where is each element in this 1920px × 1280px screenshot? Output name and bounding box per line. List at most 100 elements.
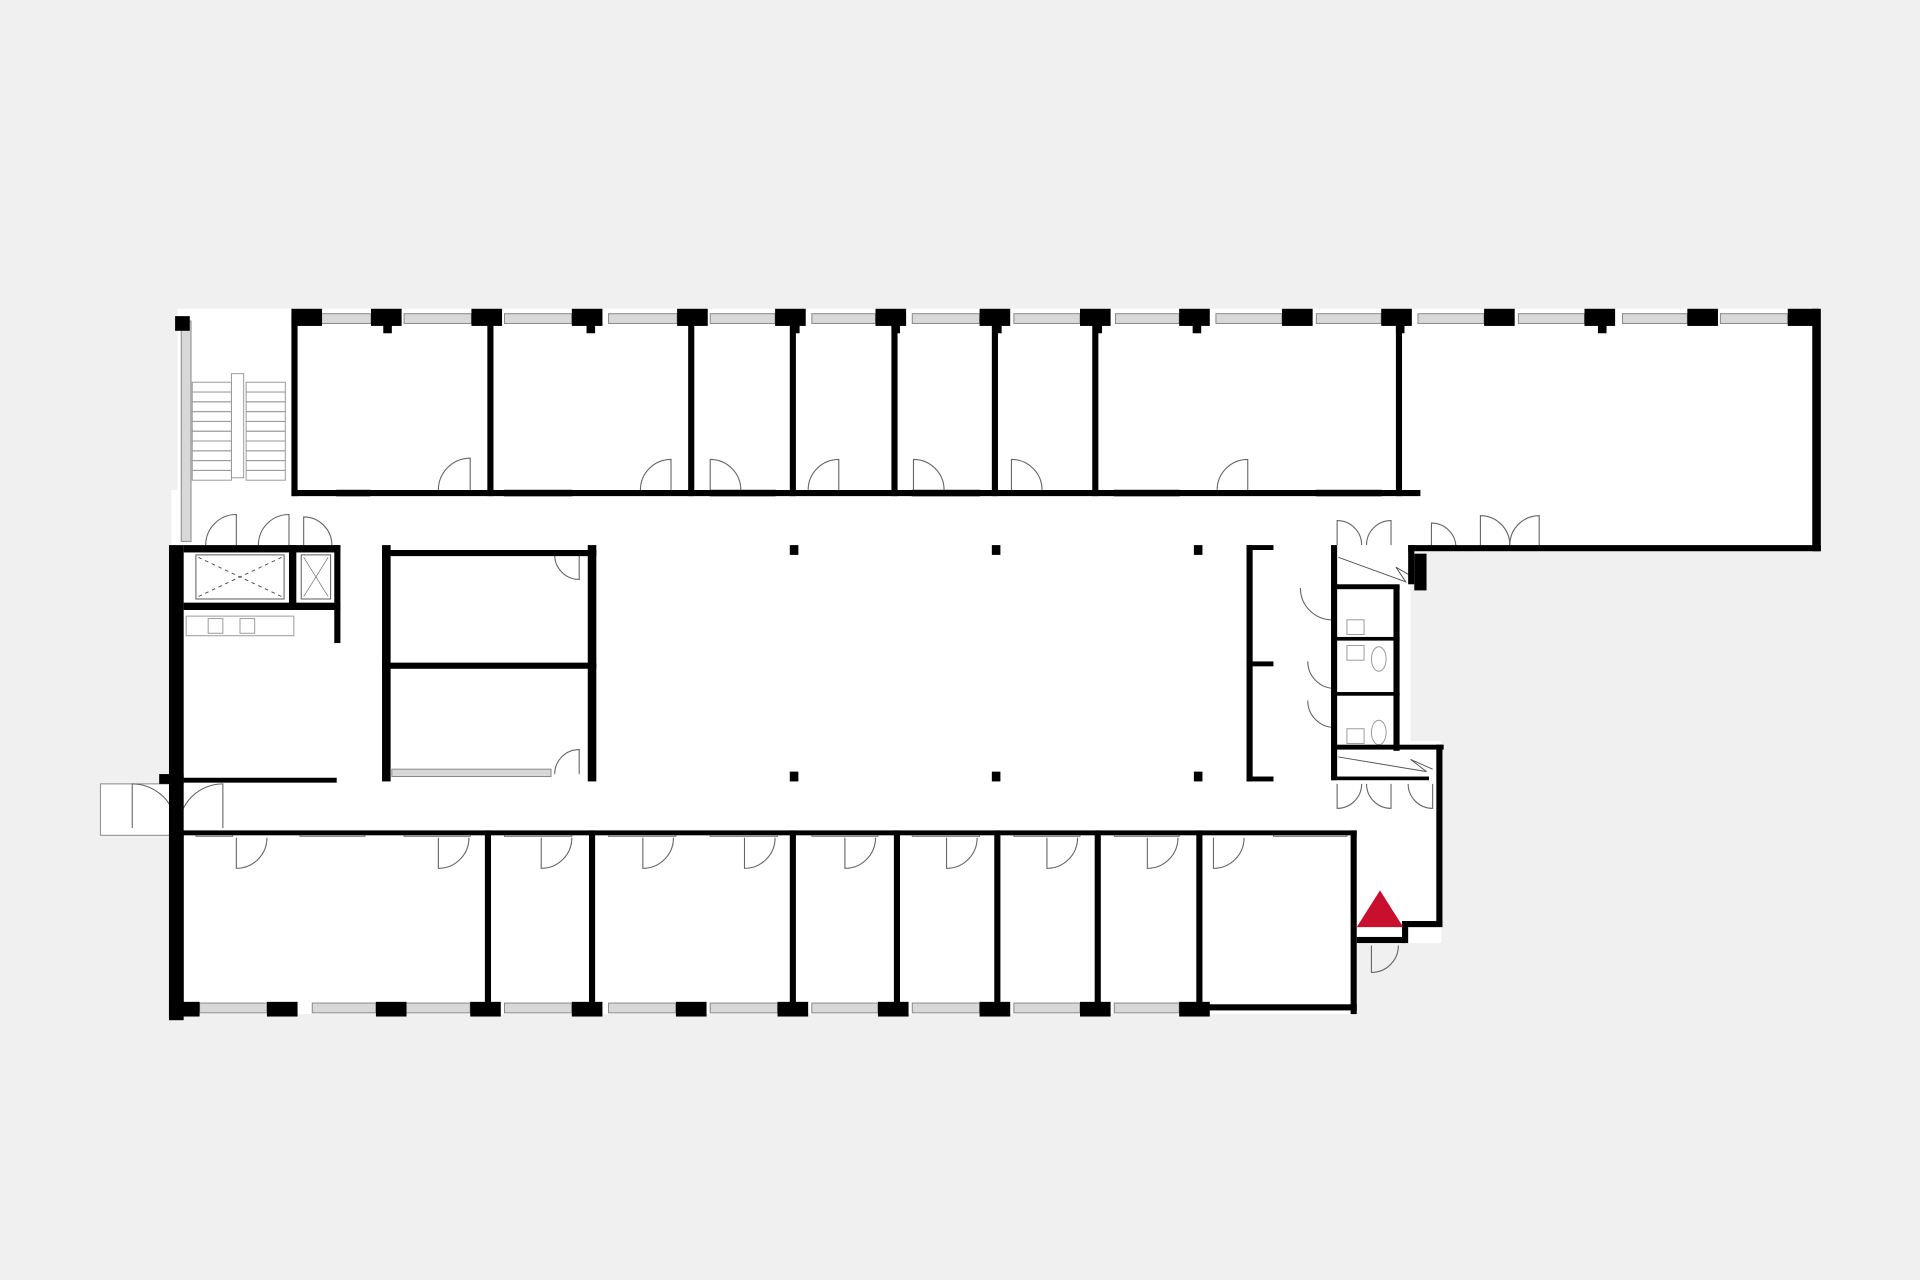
elevator-shaft [195, 554, 285, 600]
wall [1179, 1001, 1210, 1017]
wall [1331, 744, 1444, 750]
door-swing [709, 458, 742, 491]
wall [588, 830, 596, 1015]
door-swing [540, 837, 573, 869]
door-swing [1336, 520, 1363, 546]
wall [1282, 308, 1313, 326]
wall [1408, 545, 1821, 552]
wall [979, 1001, 1011, 1017]
wall [168, 830, 1357, 836]
door-swing [1146, 837, 1179, 869]
door-swing [205, 513, 237, 546]
window [911, 313, 981, 324]
lift-shaft [300, 554, 332, 600]
wall [375, 1001, 407, 1017]
wall [1393, 585, 1400, 751]
wall [893, 830, 900, 1015]
window [1621, 313, 1688, 324]
wash-basin [1346, 728, 1365, 744]
door-swing [235, 837, 268, 869]
stair-flight-symbol [1338, 556, 1411, 583]
wall [1331, 636, 1400, 641]
structural-column [991, 771, 1001, 782]
lift-cross [303, 557, 329, 597]
wall [1246, 545, 1274, 550]
column-stub [1192, 323, 1202, 334]
window [811, 313, 877, 324]
structural-column [1193, 545, 1203, 555]
window [709, 1002, 779, 1014]
column-stub [791, 323, 800, 334]
door-swing [257, 513, 290, 546]
window [1013, 313, 1081, 324]
door-swing [1010, 458, 1043, 491]
elevator-cross [198, 556, 282, 597]
door-swing [844, 837, 877, 869]
structural-column [991, 545, 1001, 555]
wash-basin [1346, 645, 1365, 661]
column-stub [1093, 323, 1103, 334]
wall [266, 1001, 298, 1017]
window [608, 1002, 677, 1014]
wall [1356, 936, 1406, 944]
wall [183, 602, 341, 610]
wall [1196, 830, 1203, 1015]
walls [159, 308, 1821, 1021]
door-swing [642, 837, 675, 869]
column-stub [586, 323, 596, 334]
stair-handrail [230, 373, 245, 479]
wall [183, 545, 341, 553]
wall [470, 1001, 501, 1017]
wall [291, 316, 298, 497]
wall [371, 308, 402, 326]
door-swing [639, 458, 672, 491]
window [1517, 313, 1585, 324]
stair-flight-symbol [1338, 756, 1433, 773]
window [1013, 1002, 1081, 1014]
wall [877, 1001, 909, 1017]
door-swing [1430, 522, 1457, 548]
door-swing [1365, 520, 1392, 546]
wall [875, 308, 907, 326]
wall [382, 662, 597, 669]
wall [1812, 308, 1821, 552]
door-swing [554, 749, 580, 775]
sink-or-stove [239, 618, 256, 634]
door-swing [945, 837, 978, 869]
you-are-here-triangle-icon [1356, 890, 1404, 928]
wall [789, 316, 796, 497]
wall [159, 774, 184, 784]
fixtures [185, 373, 1433, 773]
wall [1350, 830, 1357, 1015]
door-swing [743, 837, 776, 869]
window [911, 1002, 981, 1014]
column-stub [383, 323, 392, 334]
window [403, 313, 472, 324]
sink-or-stove [207, 618, 224, 634]
stair-step [245, 469, 286, 481]
wall [291, 490, 1421, 497]
columns [383, 323, 1607, 782]
door-swing [1509, 515, 1540, 546]
wall [991, 316, 998, 497]
wall [1246, 776, 1274, 782]
wall [1092, 316, 1099, 497]
wall [777, 1001, 809, 1017]
window [1115, 313, 1180, 324]
wall [675, 1001, 707, 1017]
wall [1584, 308, 1616, 326]
door-swing [1370, 945, 1399, 974]
wall [382, 550, 597, 557]
wall [471, 308, 503, 326]
wall [291, 308, 323, 326]
wall [288, 545, 297, 610]
window [311, 1002, 377, 1014]
column-stub [891, 323, 900, 334]
wall [334, 545, 341, 644]
window [1719, 313, 1789, 324]
door-swing [437, 837, 470, 869]
wall [1331, 545, 1338, 781]
floor-area [100, 308, 1819, 1015]
door-swing [912, 458, 945, 491]
wall [1484, 308, 1515, 326]
